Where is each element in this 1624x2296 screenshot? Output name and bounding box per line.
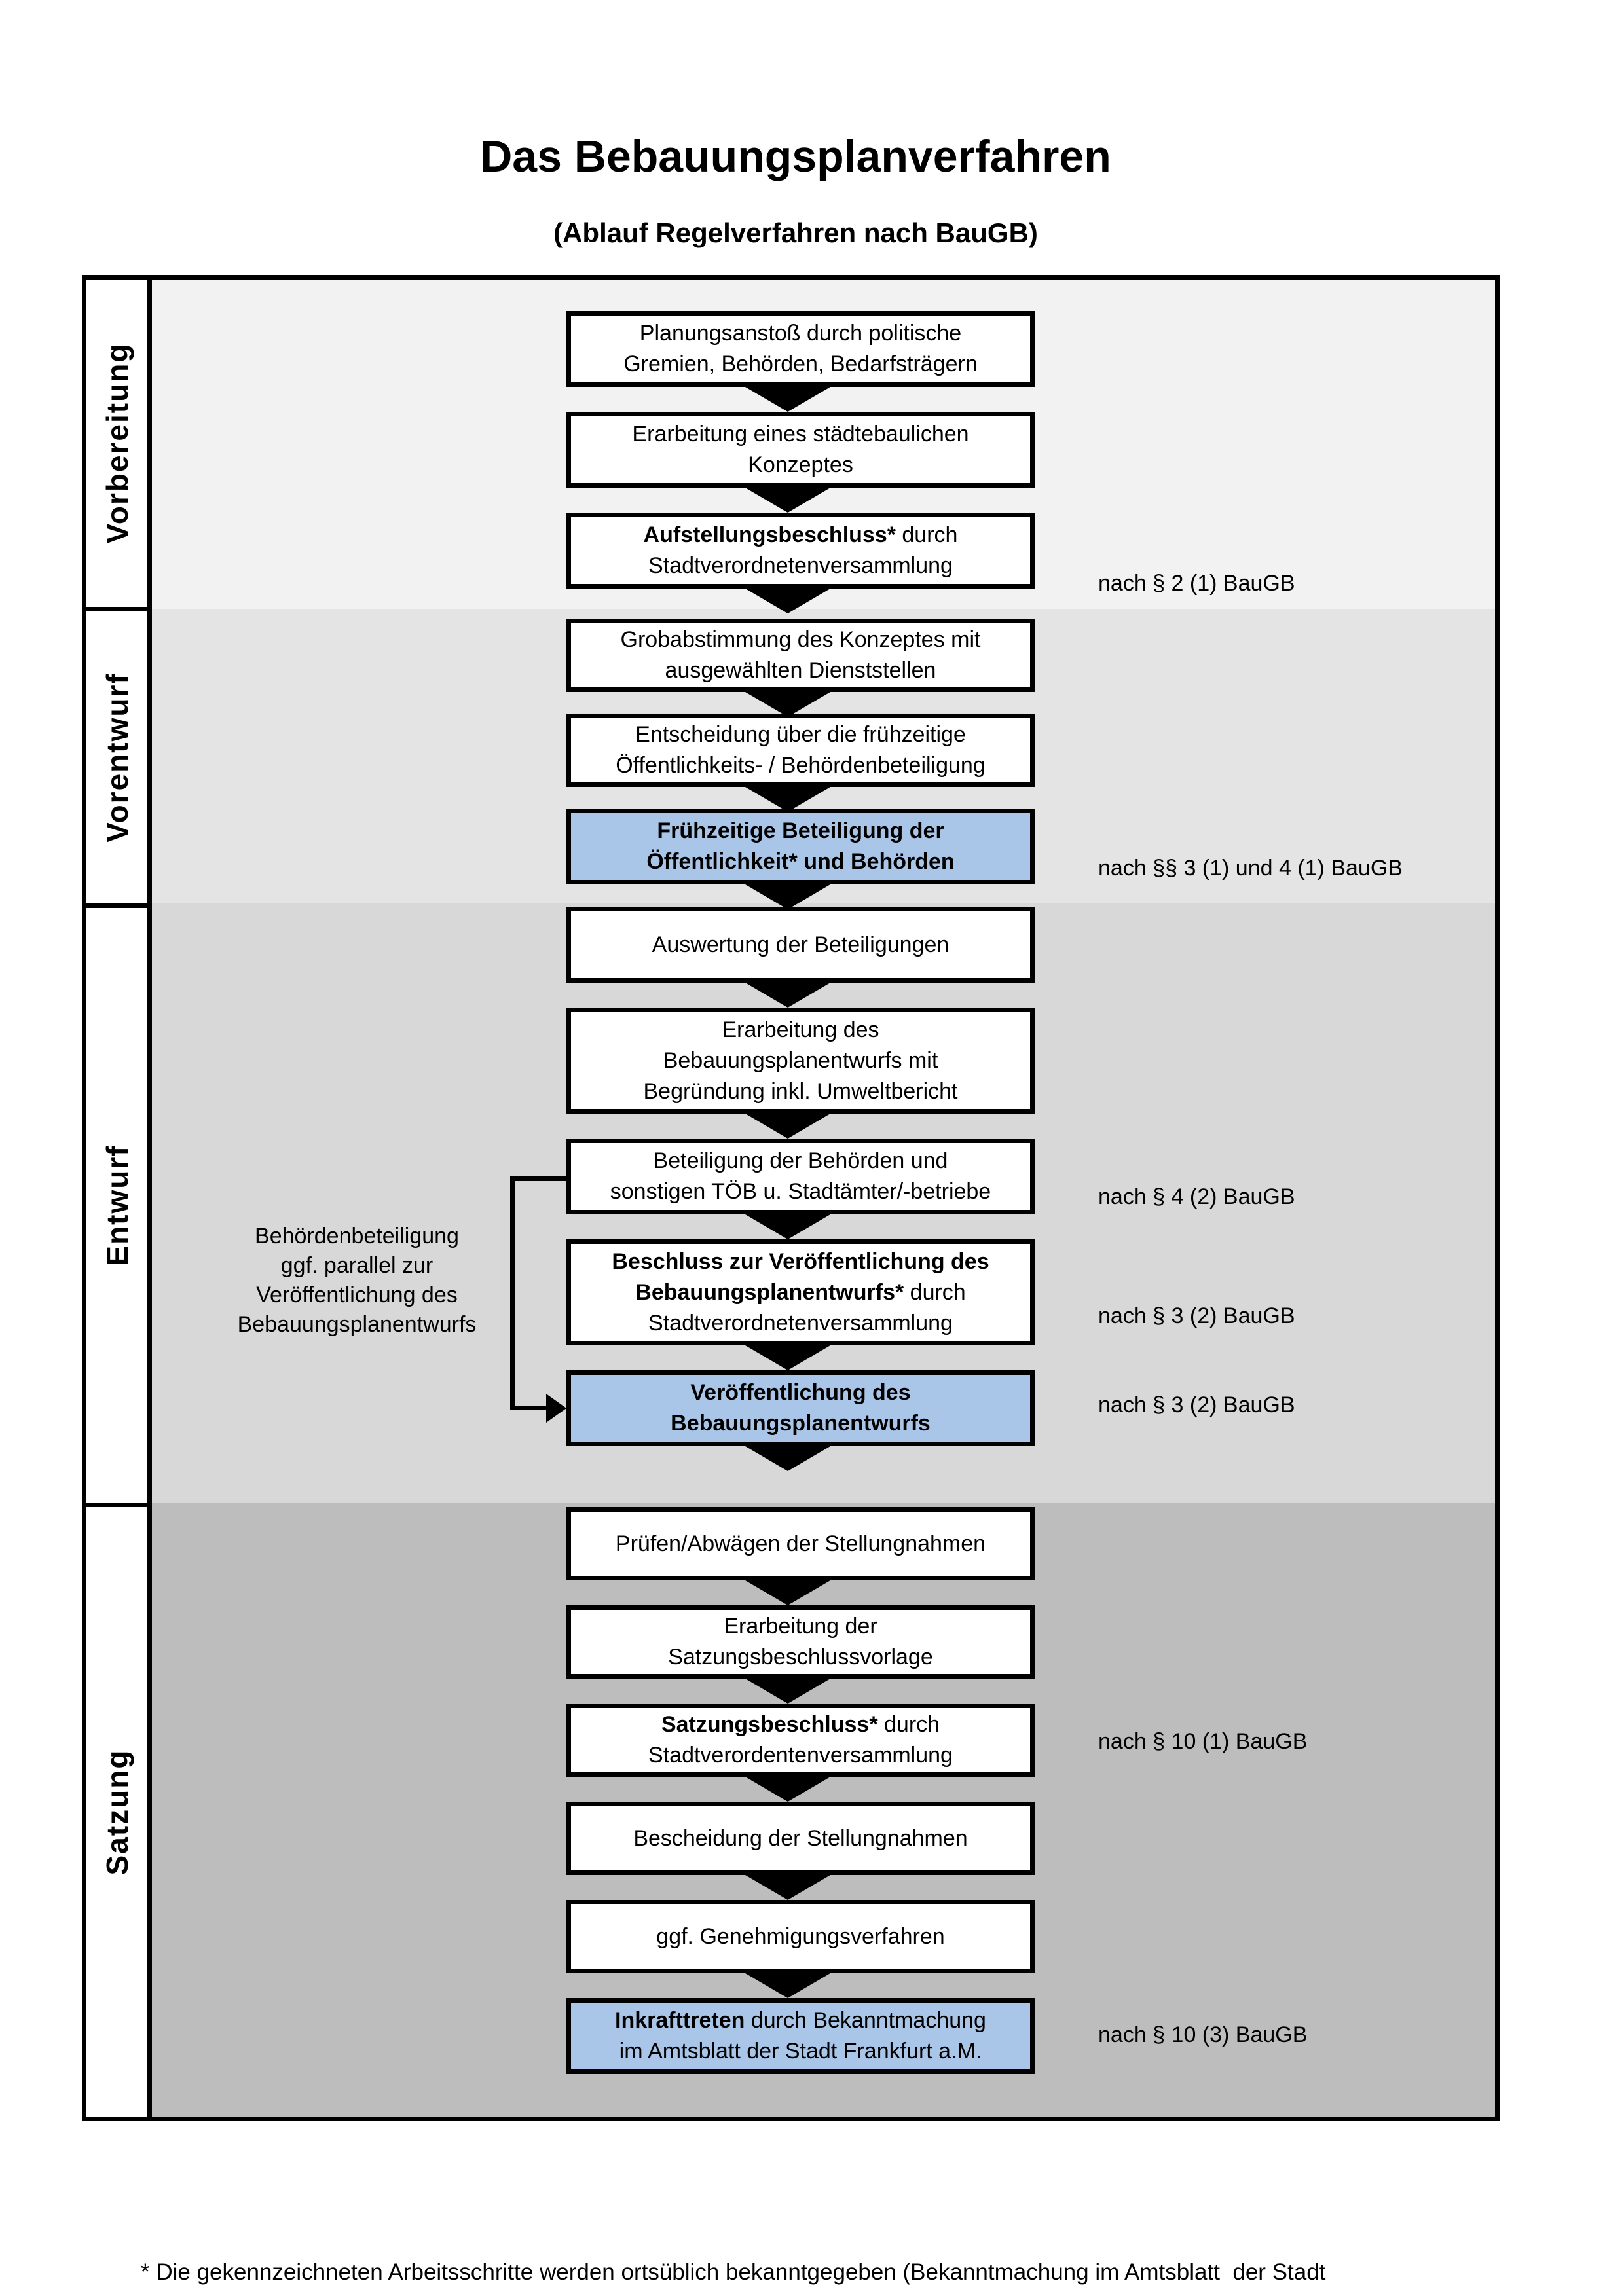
phase-cell-vorbereitung: Vorbereitung (86, 280, 147, 611)
legal-reference: nach § 3 (2) BauGB (1098, 1303, 1295, 1328)
legal-reference: nach § 10 (1) BauGB (1098, 1729, 1308, 1754)
legal-reference: nach §§ 3 (1) und 4 (1) BauGB (1098, 856, 1403, 881)
box-bescheidung: Bescheidung der Stellungnahmen (566, 1802, 1035, 1875)
box-genehmigungsverfahren: ggf. Genehmigungsverfahren (566, 1900, 1035, 1973)
bracket-line-bottom (510, 1406, 548, 1410)
phase-cell-entwurf: Entwurf (86, 908, 147, 1507)
arrow-down-icon (745, 1777, 830, 1802)
arrow-down-icon (745, 1114, 830, 1139)
arrow-down-icon (745, 1345, 830, 1370)
arrow-right-icon (546, 1394, 566, 1423)
phase-label-vorentwurf: Vorentwurf (100, 672, 134, 843)
arrow-down-icon (745, 983, 830, 1008)
arrow-down-icon (745, 692, 830, 717)
label-column-divider (147, 280, 152, 2117)
bracket-line-vertical (510, 1176, 515, 1410)
arrow-down-icon (745, 884, 830, 909)
arrow-down-icon (745, 1875, 830, 1900)
arrow-down-icon (745, 589, 830, 613)
page-subtitle: (Ablauf Regelverfahren nach BauGB) (553, 217, 1038, 248)
arrow-down-icon (745, 1580, 830, 1605)
legal-reference: nach § 4 (2) BauGB (1098, 1184, 1295, 1209)
arrow-down-icon (745, 787, 830, 812)
bracket-line-top (510, 1176, 566, 1181)
legal-reference: nach § 2 (1) BauGB (1098, 571, 1295, 596)
phase-label-vorbereitung: Vorbereitung (100, 342, 134, 544)
phase-cell-vorentwurf: Vorentwurf (86, 611, 147, 908)
phase-label-entwurf: Entwurf (100, 1144, 134, 1266)
legal-reference: nach § 3 (2) BauGB (1098, 1393, 1295, 1417)
phase-cell-satzung: Satzung (86, 1507, 147, 2117)
box-pruefen-abwaegen: Prüfen/Abwägen der Stellungnahmen (566, 1507, 1035, 1580)
footnote: * Die gekennzeichneten Arbeitsschritte w… (141, 2259, 1326, 2285)
box-auswertung: Auswertung der Beteiligungen (566, 907, 1035, 983)
arrow-down-icon (745, 1446, 830, 1471)
arrow-down-icon (745, 1973, 830, 1998)
arrow-down-icon (745, 387, 830, 412)
page-title: Das Bebauungsplanverfahren (480, 132, 1111, 181)
phase-label-satzung: Satzung (100, 1749, 134, 1875)
legal-reference: nach § 10 (3) BauGB (1098, 2022, 1308, 2047)
arrow-down-icon (745, 488, 830, 513)
arrow-down-icon (745, 1679, 830, 1704)
side-note-behoerdenbeteiligung: Behördenbeteiligung ggf. parallel zur Ve… (237, 1224, 477, 1337)
arrow-down-icon (745, 1214, 830, 1239)
